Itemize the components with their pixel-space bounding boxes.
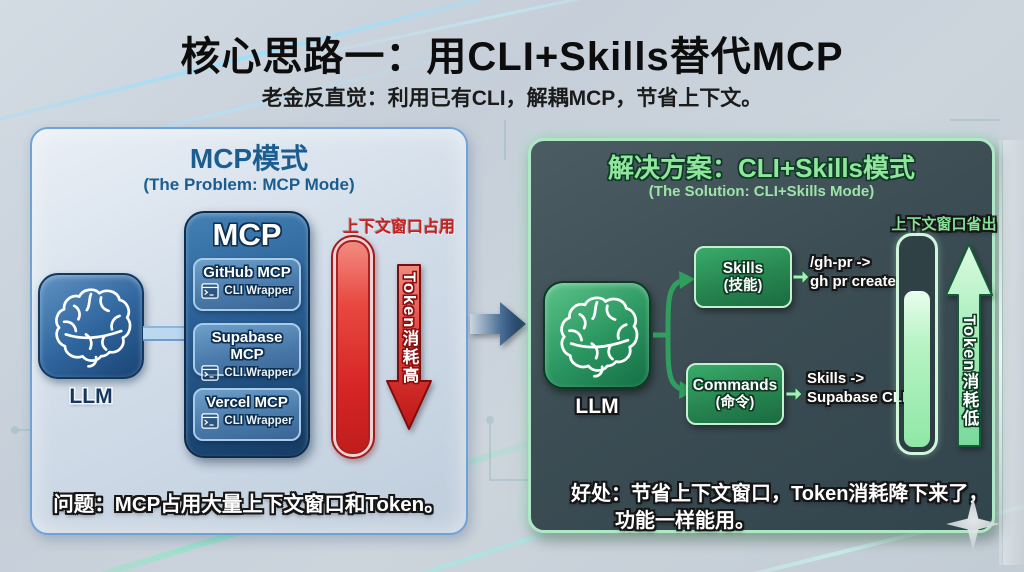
context-saved-label: 上下文窗口省出 — [891, 216, 997, 233]
brain-icon — [552, 292, 642, 378]
commands-result: Skills -> Supabase CLI — [807, 369, 906, 407]
token-low-label: Token消耗低 — [960, 315, 978, 428]
benefit-line2: 功能一样能用。 — [615, 510, 755, 532]
skills-result-line1: /gh-pr -> — [810, 254, 871, 271]
commands-box: Commands (命令) — [686, 363, 784, 425]
arrow-right-icon — [786, 386, 803, 402]
server-name: GitHub MCP — [203, 264, 291, 281]
mcp-server-vercel: Vercel MCP CLI Wrapper — [193, 388, 301, 441]
edge-glass — [1003, 140, 1024, 565]
llm-mcp-connector — [143, 326, 187, 341]
llm-label: LLM — [575, 395, 619, 418]
mcp-container: MCP GitHub MCP CLI Wrapper Supabase MCP … — [184, 211, 310, 458]
page-subtitle: 老金反直觉：利用已有CLI，解耦MCP，节省上下文。 — [261, 87, 763, 110]
mcp-server-github: GitHub MCP CLI Wrapper — [193, 258, 301, 311]
skills-result-line2: gh pr create — [810, 273, 896, 290]
arrow-right-icon — [793, 269, 810, 285]
skills-title: Skills — [722, 259, 764, 277]
context-usage-label: 上下文窗口占用 — [342, 219, 455, 236]
llm-label: LLM — [69, 385, 113, 408]
problem-note: 问题：MCP占用大量上下文窗口和Token。 — [53, 493, 445, 516]
terminal-icon — [201, 365, 220, 381]
skills-result: /gh-pr -> gh pr create — [810, 253, 896, 291]
commands-subtitle: (命令) — [715, 394, 755, 411]
brain-icon — [47, 284, 135, 368]
cli-skills-panel: 解决方案：CLI+Skills模式 (The Solution: CLI+Ski… — [528, 138, 997, 535]
llm-node — [543, 281, 651, 389]
edge-highlight — [999, 140, 1002, 565]
right-panel-title: 解决方案：CLI+Skills模式 — [608, 153, 915, 183]
commands-result-line2: Supabase CLI — [807, 389, 907, 406]
arrow-up-icon — [943, 241, 995, 449]
server-tag: CLI Wrapper — [224, 285, 293, 297]
token-high-label: Token消耗高 — [400, 271, 418, 385]
terminal-icon — [201, 283, 220, 299]
left-panel-title: MCP模式 — [189, 143, 309, 174]
commands-title: Commands — [692, 376, 778, 394]
terminal-icon — [201, 413, 220, 429]
skills-box: Skills (技能) — [694, 246, 792, 308]
skills-subtitle: (技能) — [723, 277, 763, 294]
server-name: Supabase MCP — [211, 329, 283, 363]
benefit-note: 好处：节省上下文窗口，Token消耗降下来了， 功能一样能用。 — [571, 481, 988, 535]
arrow-down-icon — [384, 263, 434, 433]
page-title: 核心思路一：用CLI+Skills替代MCP — [180, 35, 844, 79]
context-usage-bar — [331, 235, 375, 459]
commands-result-line1: Skills -> — [807, 370, 865, 387]
server-tag: CLI Wrapper — [224, 367, 293, 379]
server-name: Vercel MCP — [206, 394, 288, 411]
mcp-server-supabase: Supabase MCP CLI Wrapper — [193, 323, 301, 381]
arrow-right-icon — [470, 297, 528, 351]
context-saved-bar — [896, 233, 938, 455]
right-panel-subtitle: (The Solution: CLI+Skills Mode) — [648, 183, 875, 200]
left-panel-subtitle: (The Problem: MCP Mode) — [143, 175, 355, 194]
context-usage-bar-fill — [336, 240, 370, 454]
server-tag: CLI Wrapper — [224, 415, 293, 427]
mcp-mode-panel: MCP模式 (The Problem: MCP Mode) LLM — [30, 127, 468, 535]
llm-node — [38, 273, 144, 379]
benefit-line1: 好处：节省上下文窗口，Token消耗降下来了， — [571, 483, 989, 505]
mcp-container-title: MCP — [212, 217, 282, 252]
context-saved-bar-fill — [904, 291, 930, 447]
